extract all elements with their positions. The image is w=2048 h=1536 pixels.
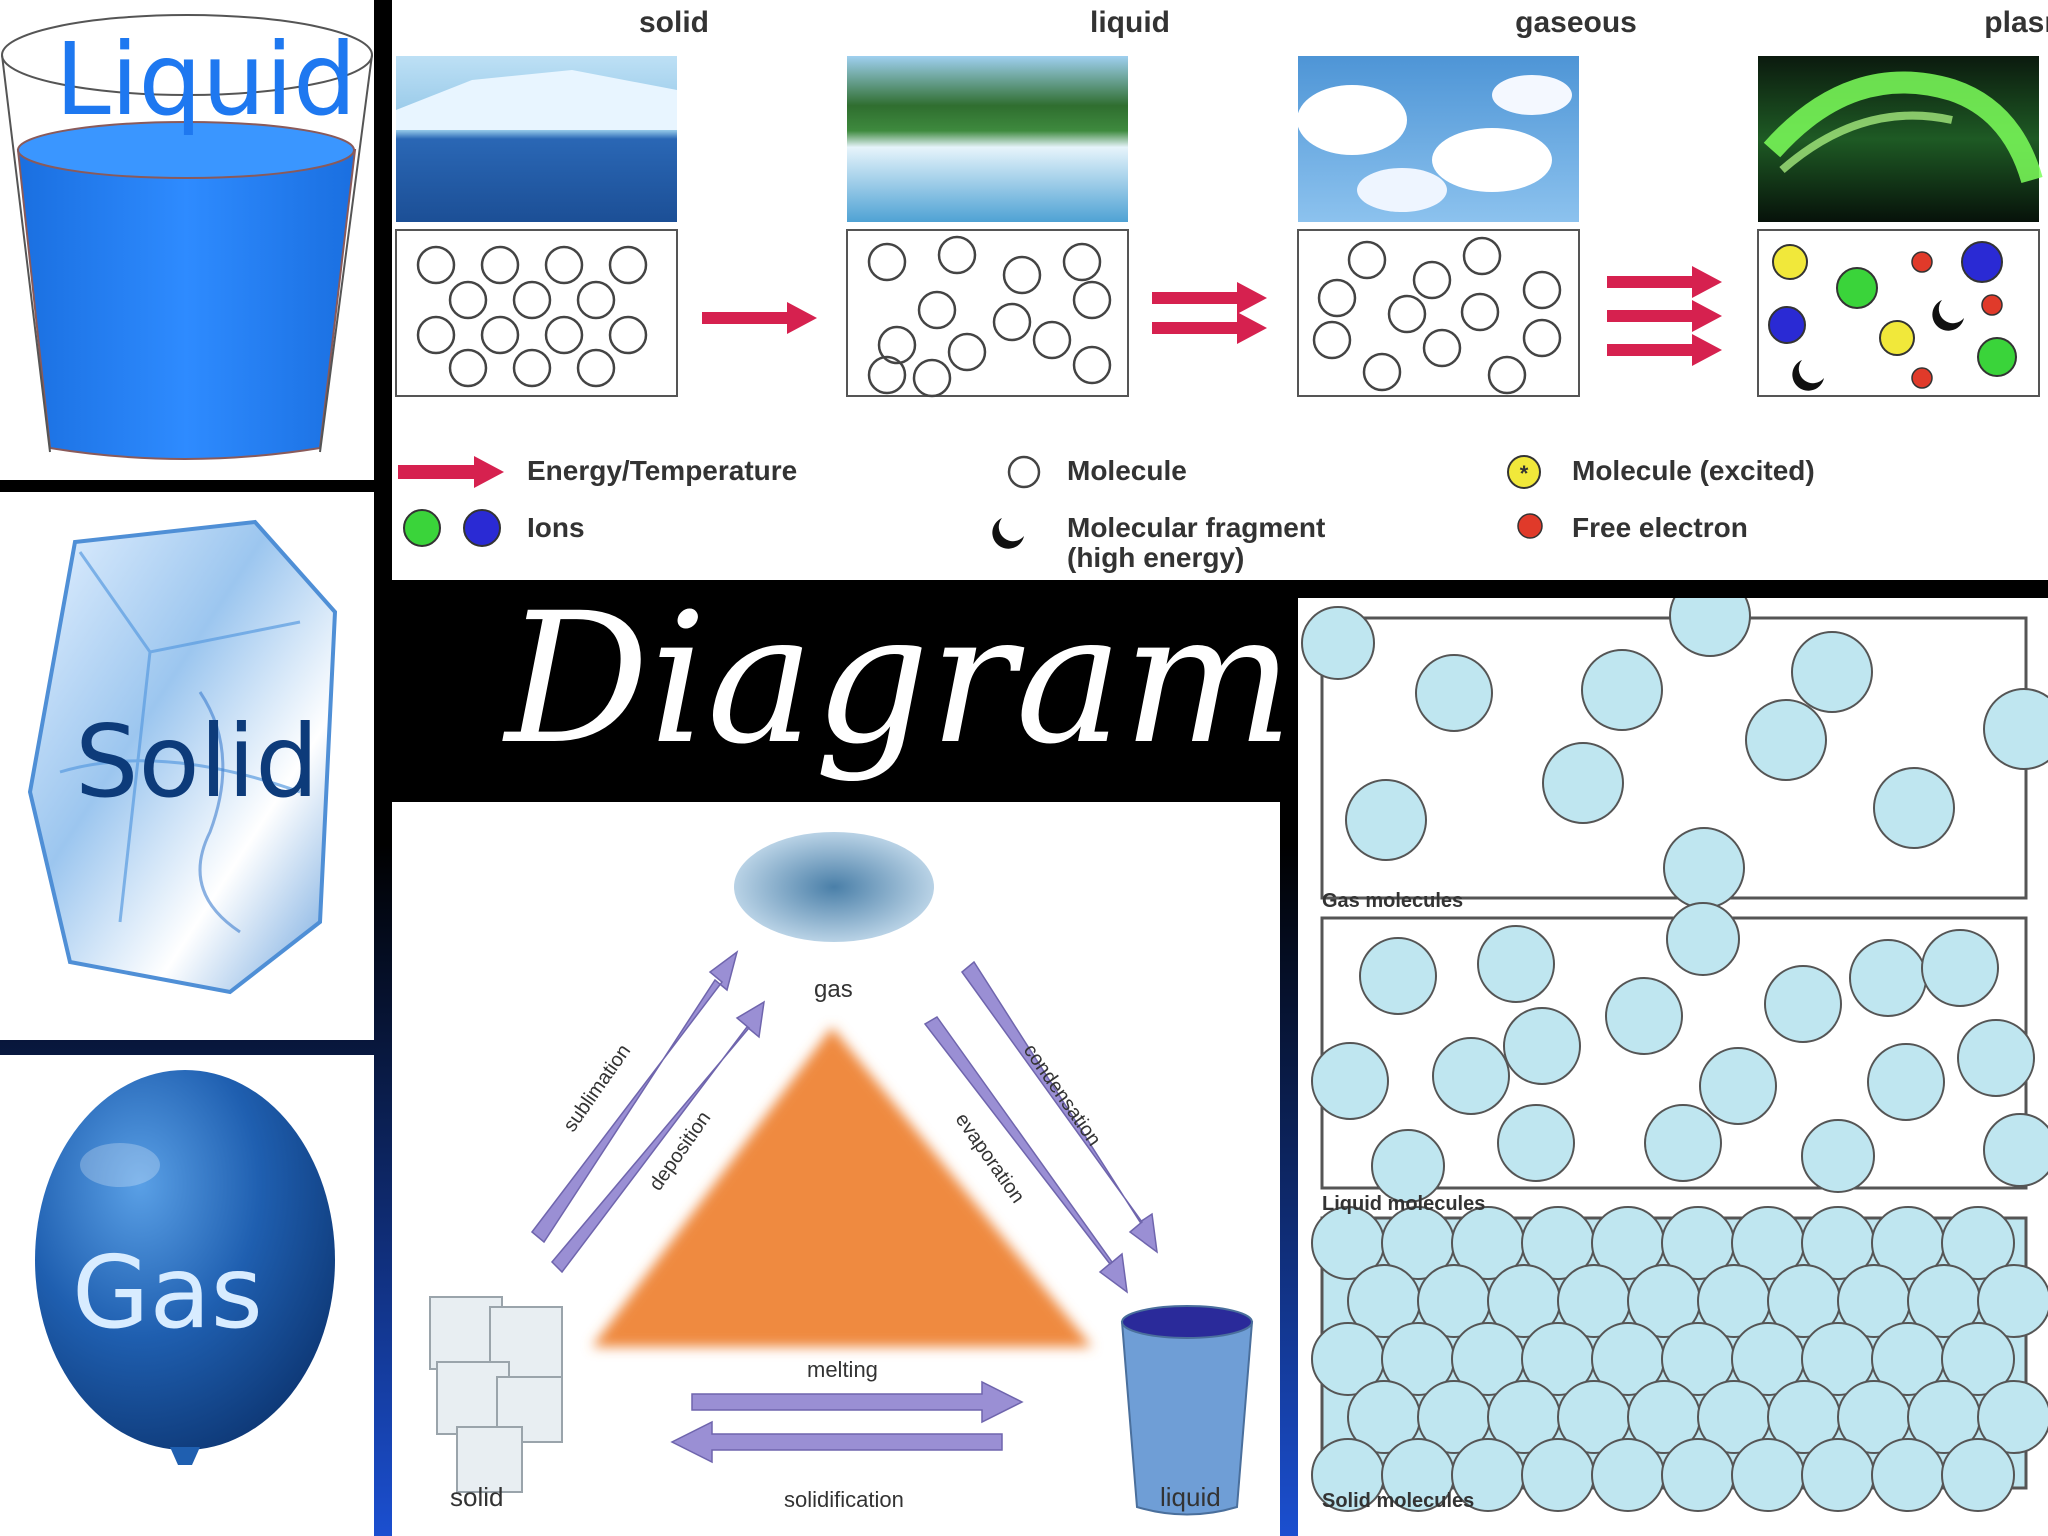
plasma-particles [1768,241,2017,391]
free-electron-icon [1517,513,1543,539]
solid-molecule [1941,1322,2015,1396]
gas-cloud-image [734,832,934,942]
aurora-photo [1758,56,2043,222]
solid-molecule [1941,1438,2015,1512]
solid-molecule [1661,1438,1735,1512]
liquid-molecules [867,235,1112,398]
gas-molecule-circles [1301,598,2048,909]
solid-ice-panel: Solid [0,492,374,1040]
liquid-glass-panel: Liquid [0,0,374,480]
solid-label: Solid [75,703,319,820]
phase-arrows [530,950,1158,1464]
states-of-matter-panel: solid liquid gaseous plasma [392,0,2048,580]
svg-text:*: * [1520,461,1529,486]
energy-arrows [702,266,1722,366]
melting-text: melting [807,1357,878,1382]
liquid-text: liquid [1160,1482,1221,1512]
liquid-molecules-caption: Liquid molecules [1322,1193,1486,1215]
ice-cube-image [27,519,338,995]
phase-change-diagram [429,832,1254,1516]
header-liquid: liquid [1090,6,1170,39]
legend-ions: Ions [527,512,585,543]
header-gaseous: gaseous [1515,6,1637,39]
solid-molecule [1521,1438,1595,1512]
solid-molecules-caption: Solid molecules [1322,1490,1475,1512]
waterfall-photo [847,56,1128,222]
gas-balloon-panel: Gas [0,1055,374,1536]
ice-cubes-image [429,1296,563,1493]
phase-triangle [592,1027,1092,1347]
solid-molecule [1941,1206,2015,1280]
excited-molecule-icon: * [1507,455,1541,489]
solid-molecule [1977,1264,2048,1338]
balloon-image [35,1070,335,1465]
ion-green-icon [403,509,441,547]
legend-fragment: Molecular fragment [1067,512,1326,543]
header-plasma: plasma [1984,6,2048,39]
molecules-diagram [1301,598,2048,1512]
header-solid: solid [638,6,709,39]
solid-molecule [1731,1438,1805,1512]
legend-energy: Energy/Temperature [527,455,798,486]
glass-of-water-image [1,14,373,460]
iceberg-photo [396,56,677,222]
solid-molecule [1871,1438,1945,1512]
gas-label: Gas [72,1234,263,1351]
gas-text: gas [814,976,853,1003]
solid-text: solid [450,1482,504,1512]
ion-blue-icon [463,509,501,547]
liquid-label: Liquid [55,21,357,138]
gas-molecules [1312,236,1562,395]
legend-fragment-note: (high energy) [1067,542,1245,573]
legend-molecule-excited: Molecule (excited) [1572,455,1815,486]
liquid-beaker-image [1120,1305,1254,1516]
energy-arrow-icon [398,456,504,488]
liquid-molecule-circles [1311,902,2048,1203]
gas-molecules-caption: Gas molecules [1322,890,1464,912]
phase-change-panel: gas solid liquid sublimation deposition … [392,802,1280,1536]
solid-molecule [1977,1380,2048,1454]
solid-molecules [416,245,648,388]
legend-free-electron: Free electron [1572,512,1748,543]
molecule-icon [1007,455,1041,489]
solidification-text: solidification [784,1487,904,1512]
states-diagram: * [395,56,2043,549]
legend-molecule: Molecule [1067,455,1187,486]
molecular-fragment-icon [992,518,1024,549]
clouds-photo [1297,56,1579,222]
solid-molecule [1801,1438,1875,1512]
solid-molecule [1591,1438,1665,1512]
solid-molecule-circles [1311,1206,2048,1512]
molecules-panel: Gas molecules Liquid molecules Solid mol… [1298,598,2048,1536]
page-title: Diagram [505,575,1294,784]
